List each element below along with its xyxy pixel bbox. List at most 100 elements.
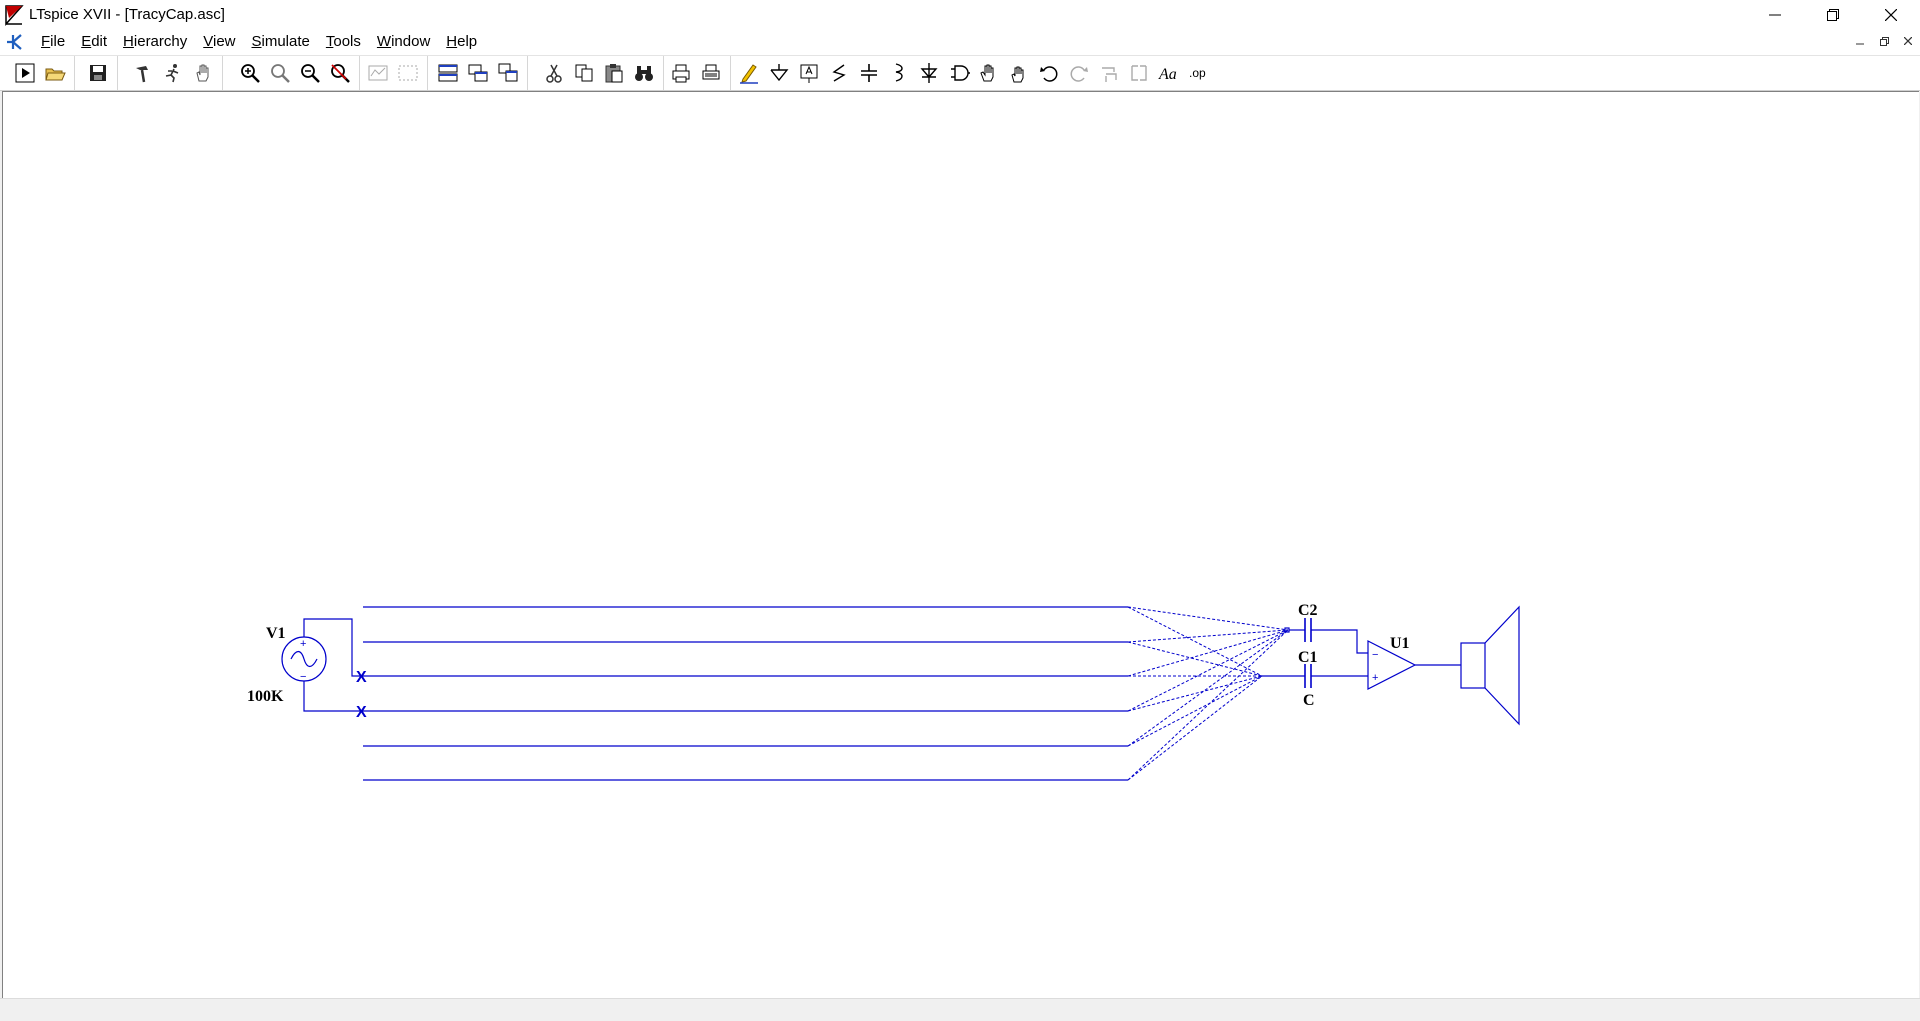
diode-icon <box>920 63 938 83</box>
text-button[interactable]: Aa <box>1155 59 1183 87</box>
close-icon <box>1885 8 1897 21</box>
minimize-button[interactable] <box>1746 0 1804 29</box>
zoom-in-button[interactable] <box>236 59 264 87</box>
print-setup-button[interactable] <box>697 59 725 87</box>
spice-directive-button[interactable]: .op <box>1185 59 1213 87</box>
menu-help[interactable]: Help <box>446 33 478 50</box>
net-label-icon <box>800 64 818 83</box>
print-setup-icon <box>702 64 720 80</box>
menu-view[interactable]: View <box>203 33 236 50</box>
rotate-button[interactable] <box>1095 59 1123 87</box>
svg-text:Aa: Aa <box>1158 66 1177 83</box>
find-button[interactable] <box>630 59 658 87</box>
doc-minimize-icon <box>1856 43 1864 45</box>
label-net-button[interactable] <box>795 59 823 87</box>
menu-simulate[interactable]: Simulate <box>251 33 310 50</box>
open-button[interactable] <box>41 59 69 87</box>
undo-button[interactable] <box>1035 59 1063 87</box>
capacitor-icon <box>861 64 877 82</box>
opamp-plus-sign: + <box>1372 672 1378 684</box>
menu-tools[interactable]: Tools <box>325 33 361 50</box>
doc-minimize-button[interactable] <box>1850 33 1870 49</box>
opamp-minus-sign: − <box>1372 649 1378 661</box>
save-button[interactable] <box>84 59 112 87</box>
scissors-icon <box>546 64 562 83</box>
window-controls <box>1746 0 1920 29</box>
minimize-icon <box>1769 14 1781 15</box>
menu-window[interactable]: Window <box>376 33 431 50</box>
paste-icon <box>605 64 623 83</box>
drag-button[interactable] <box>1005 59 1033 87</box>
source-minus-sign: − <box>300 671 306 683</box>
doc-restore-button[interactable] <box>1874 33 1894 49</box>
cascade-button[interactable] <box>494 59 522 87</box>
ltspice-app-icon <box>5 4 24 26</box>
autorange-button[interactable] <box>364 59 392 87</box>
inductor-icon <box>895 63 903 82</box>
undo-icon <box>1040 66 1058 82</box>
capacitor-button[interactable] <box>855 59 883 87</box>
copy-icon <box>575 64 593 82</box>
doc-close-button[interactable] <box>1898 33 1918 49</box>
title-bar: LTspice XVII - [TracyCap.asc] <box>0 0 1920 29</box>
tile-vertical-button[interactable] <box>464 59 492 87</box>
cut-button[interactable] <box>540 59 568 87</box>
zoom-out-icon <box>301 64 320 83</box>
opamp-u1[interactable] <box>1367 640 1417 690</box>
save-icon <box>90 65 106 81</box>
menu-bar: File Edit Hierarchy View Simulate Tools … <box>0 29 1920 56</box>
window-title: LTspice XVII - [TracyCap.asc] <box>29 6 225 23</box>
redo-icon <box>1070 66 1088 82</box>
doc-close-icon <box>1904 37 1912 45</box>
print-button[interactable] <box>667 59 695 87</box>
schematic-doc-icon[interactable] <box>3 31 25 53</box>
close-button[interactable] <box>1862 0 1920 29</box>
speaker-cone <box>1484 605 1520 726</box>
zoom-cancel-button[interactable] <box>326 59 354 87</box>
copy-button[interactable] <box>570 59 598 87</box>
source-plus-sign: + <box>300 638 306 650</box>
pick-trace-button[interactable] <box>394 59 422 87</box>
schematic-drawing: + − − + X X V1 100K C2 C1 C U1 <box>247 602 1520 781</box>
no-connect-mark: X <box>356 704 367 721</box>
redo-button[interactable] <box>1065 59 1093 87</box>
run-button[interactable] <box>11 59 39 87</box>
component-button[interactable] <box>945 59 973 87</box>
resistor-button[interactable] <box>825 59 853 87</box>
mirror-button[interactable] <box>1125 59 1153 87</box>
toolbar-group-zoom <box>231 56 360 90</box>
hammer-icon <box>136 66 148 83</box>
draw-wire-button[interactable] <box>735 59 763 87</box>
restore-button[interactable] <box>1804 0 1862 29</box>
move-button[interactable] <box>975 59 1003 87</box>
label-c1-value: C <box>1303 692 1315 709</box>
control-panel-button[interactable] <box>129 59 157 87</box>
pan-button[interactable] <box>189 59 217 87</box>
paste-button[interactable] <box>600 59 628 87</box>
menu-edit[interactable]: Edit <box>81 33 108 50</box>
diode-button[interactable] <box>915 59 943 87</box>
zoom-out-button[interactable] <box>296 59 324 87</box>
ground-button[interactable] <box>765 59 793 87</box>
menu-hierarchy[interactable]: Hierarchy <box>123 33 188 50</box>
label-v1: V1 <box>266 625 286 642</box>
speaker-body[interactable] <box>1460 642 1486 689</box>
menu-file[interactable]: File <box>41 33 66 50</box>
label-c1: C1 <box>1298 649 1318 666</box>
inductor-button[interactable] <box>885 59 913 87</box>
zoom-full-button[interactable] <box>266 59 294 87</box>
open-folder-icon <box>45 68 66 81</box>
tile-vertical-icon <box>468 64 488 82</box>
zoom-in-icon <box>241 64 260 83</box>
halt-button[interactable] <box>159 59 187 87</box>
no-connect-mark: X <box>356 669 367 686</box>
spice-directive-icon: .op <box>1189 66 1206 80</box>
binoculars-icon <box>635 66 653 81</box>
text-icon: Aa <box>1158 66 1177 83</box>
tile-horizontal-button[interactable] <box>434 59 462 87</box>
svg-text:.op: .op <box>1189 66 1206 80</box>
toolbar-group-window <box>429 56 528 90</box>
document-window-controls <box>1850 33 1918 49</box>
schematic-canvas[interactable]: + − − + X X V1 100K C2 C1 C U1 <box>2 91 1919 998</box>
resistor-icon <box>832 64 846 82</box>
